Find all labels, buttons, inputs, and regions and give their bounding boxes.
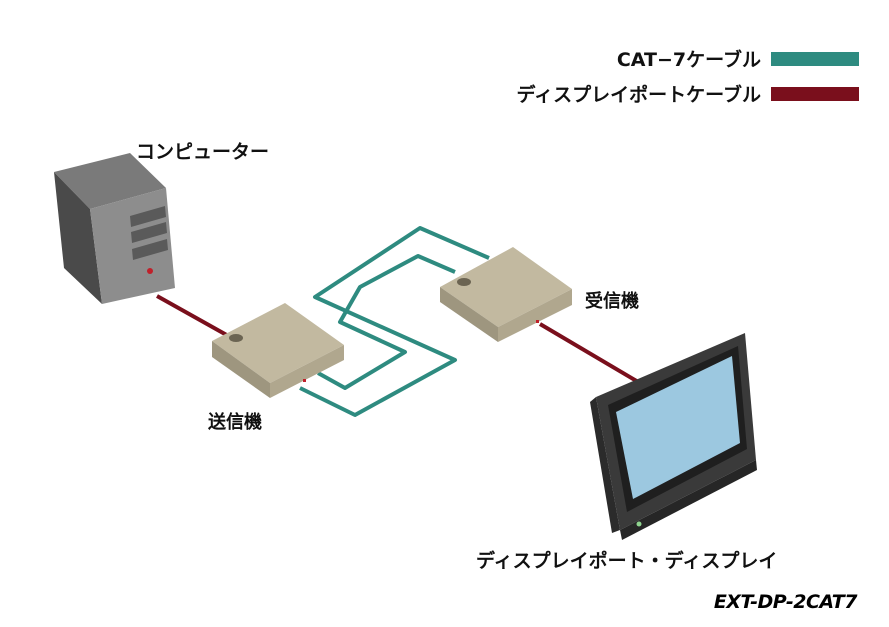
computer-icon [54, 153, 175, 304]
receiver-label: 受信機 [585, 291, 639, 312]
display-monitor [590, 333, 757, 540]
sender-device [212, 303, 344, 398]
display-label: ディスプレイポート・ディスプレイ [476, 550, 778, 572]
legend-dp: ディスプレイポートケーブル [516, 80, 859, 107]
dp-cable-receiver-to-display [538, 322, 642, 385]
legend-cat7-label: CAT−7ケーブル [616, 49, 761, 71]
dp-cable-computer-to-sender [156, 294, 233, 340]
legend-cat7-swatch [771, 51, 859, 66]
legend-cat7: CAT−7ケーブル [617, 45, 859, 72]
cat7-cable-outer [299, 226, 490, 417]
model-number: EXT-DP-2CAT7 [713, 591, 858, 613]
computer-label: コンピューター [136, 141, 270, 163]
sender-label: 送信機 [208, 412, 262, 433]
cat7-cables [299, 226, 490, 417]
legend-dp-swatch [771, 86, 859, 101]
receiver-device [440, 247, 572, 342]
legend-dp-label: ディスプレイポートケーブル [516, 84, 761, 106]
cat7-cable-inner [317, 254, 456, 390]
